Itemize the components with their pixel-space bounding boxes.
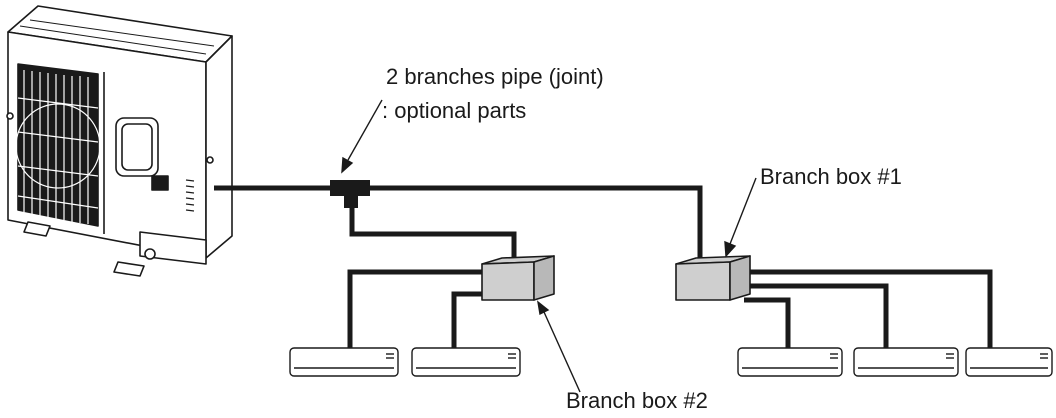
pipe-box2-unit2 [451, 291, 482, 350]
refrigerant-pipes [214, 185, 993, 350]
leader-box-2 [537, 300, 581, 393]
joint-label-line2: : optional parts [382, 98, 527, 123]
indoor-unit-5 [965, 347, 1053, 377]
branch-box-2-label: Branch box #2 [566, 388, 708, 413]
pipe-box2-unit1 [347, 269, 482, 350]
pipe-box1-unit3 [744, 297, 791, 350]
main-pipe [214, 185, 703, 264]
leader-joint [341, 99, 383, 174]
indoor-unit-3 [737, 347, 843, 377]
indoor-unit-2 [411, 347, 521, 377]
branch-box-1 [675, 255, 751, 301]
pipe-box1-unit4 [744, 283, 889, 350]
outdoor-unit [6, 5, 233, 277]
indoor-unit-4 [853, 347, 959, 377]
indoor-unit-1 [289, 347, 399, 377]
branch-box-2 [481, 255, 555, 301]
branch-joint [330, 180, 370, 208]
pipe-box1-unit5 [744, 269, 993, 350]
leader-box-1 [724, 177, 757, 258]
joint-label-line1: 2 branches pipe (joint) [386, 64, 604, 89]
pipe-joint-to-box2 [349, 196, 517, 262]
branch-box-1-label: Branch box #1 [760, 164, 902, 189]
